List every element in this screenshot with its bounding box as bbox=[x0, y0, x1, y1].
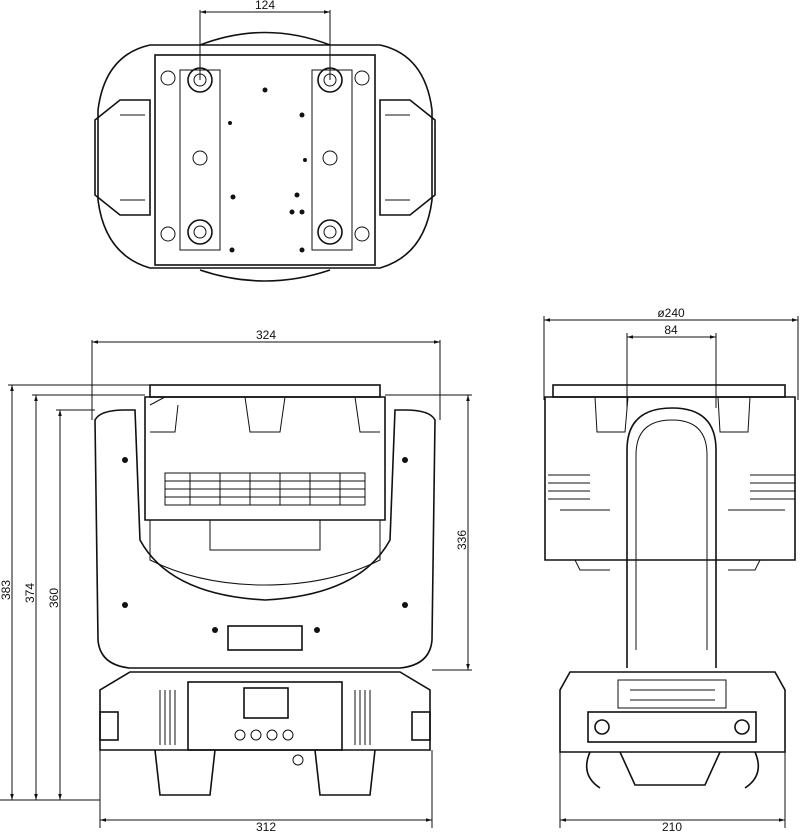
side-base bbox=[559, 671, 786, 789]
dimension-label-374: 374 bbox=[23, 583, 37, 603]
side-view: ø240 84 210 bbox=[543, 306, 799, 833]
dimension-label-360: 360 bbox=[47, 588, 61, 608]
dimension-label-diameter-240: ø240 bbox=[657, 306, 685, 320]
dimension-label-210: 210 bbox=[662, 820, 682, 833]
dimension-label-336: 336 bbox=[455, 530, 469, 550]
base bbox=[99, 671, 431, 796]
dimension-label-324: 324 bbox=[256, 328, 276, 342]
front-view: 324 383 374 360 336 312 bbox=[0, 328, 472, 833]
dimension-label-124: 124 bbox=[255, 0, 275, 12]
dimension-label-84: 84 bbox=[664, 323, 678, 337]
dimension-label-312: 312 bbox=[256, 820, 276, 833]
top-view: 124 bbox=[94, 0, 436, 282]
vent-grille bbox=[164, 472, 366, 506]
dimension-label-383: 383 bbox=[0, 580, 13, 600]
